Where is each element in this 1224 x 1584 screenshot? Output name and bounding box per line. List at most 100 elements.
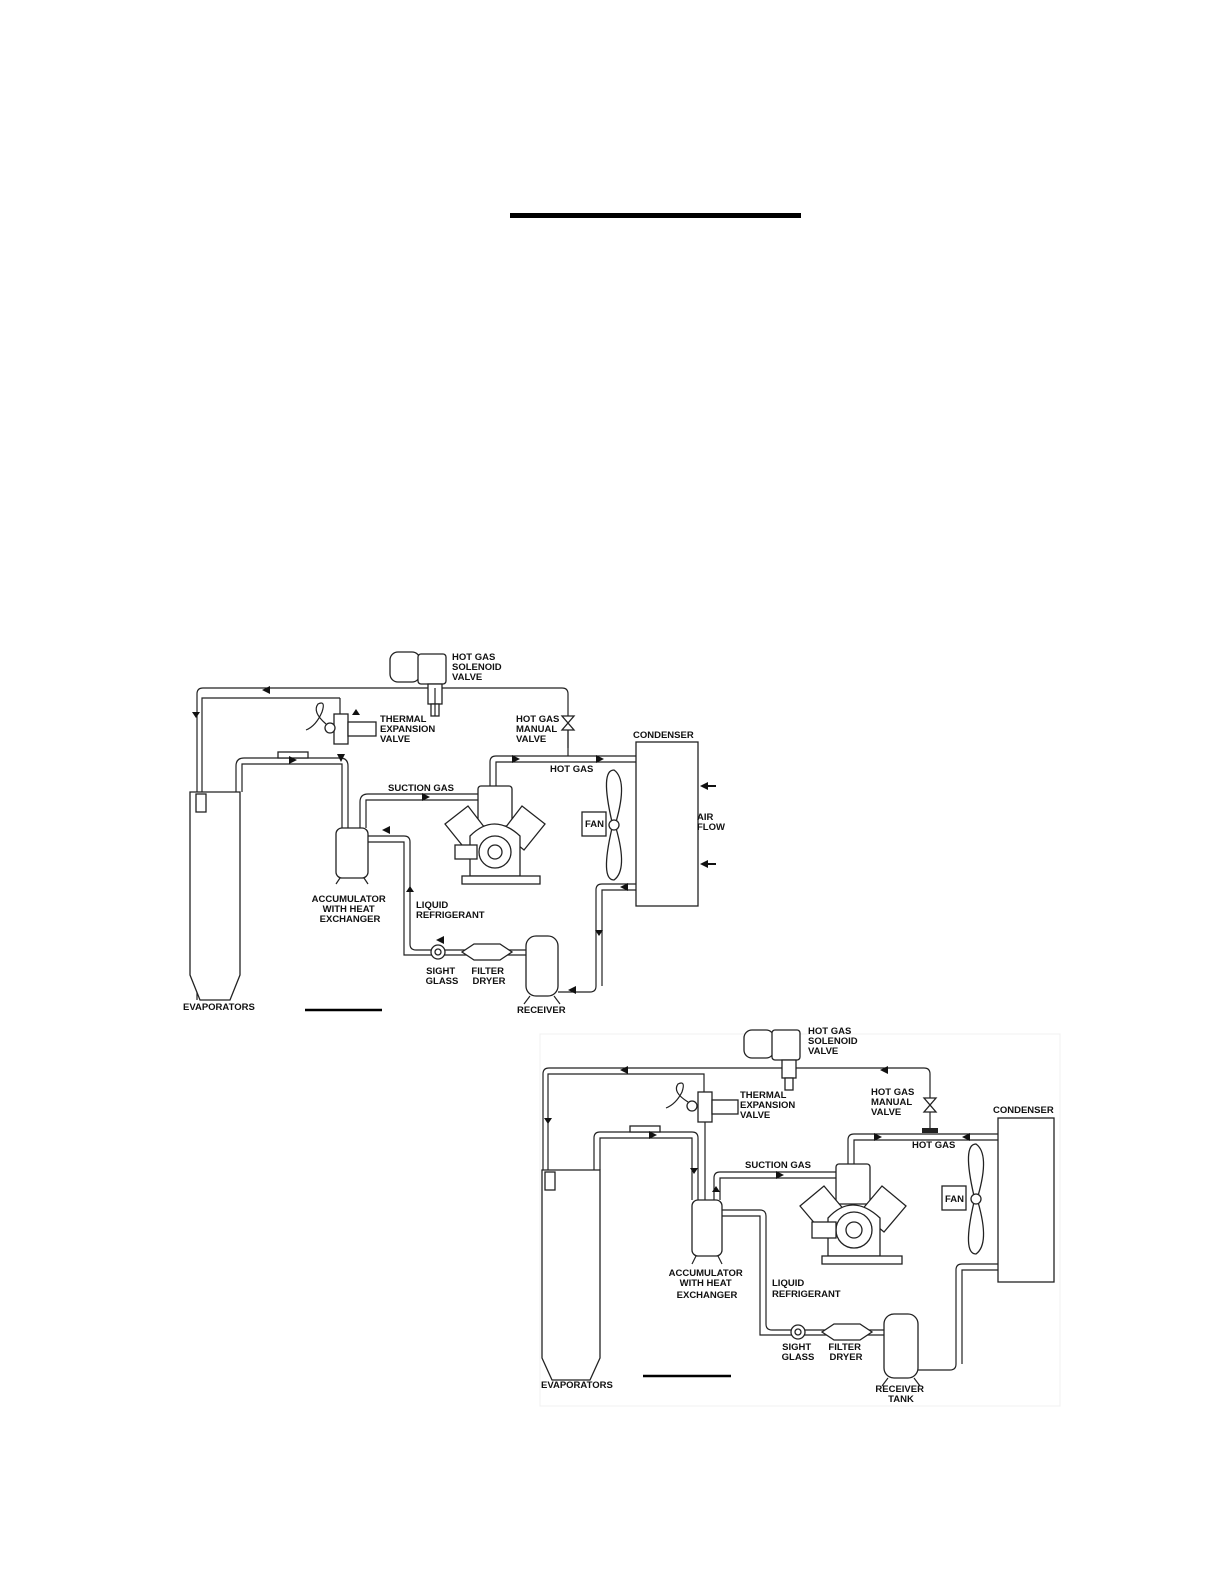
label-line: FILTER <box>471 966 504 977</box>
label-line: SIGHT <box>426 966 455 977</box>
label-line: SOLENOID <box>808 1036 858 1047</box>
condenser-fan <box>581 769 623 881</box>
receiver-tank <box>881 1313 921 1387</box>
filter-dryer-label: FILTER DRYER <box>471 966 506 987</box>
label-line: VALVE <box>740 1110 770 1121</box>
label-line: AIR <box>697 812 714 823</box>
label-line: LIQUID <box>416 900 448 911</box>
evaporator-outlet-pipe-inner <box>599 1137 693 1200</box>
label-line: HOT GAS <box>871 1087 914 1098</box>
hot-gas-solenoid-valve <box>743 1029 801 1091</box>
label-line: LIQUID <box>772 1278 804 1289</box>
label-line: HOT GAS <box>808 1026 851 1037</box>
label-line: HOT GAS <box>516 714 559 725</box>
receiver <box>523 935 561 1005</box>
evaporator <box>189 791 241 1001</box>
hot-gas-label: HOT GAS <box>912 1140 955 1151</box>
air-flow-label: AIR FLOW <box>697 812 725 833</box>
label-line: EXPANSION <box>380 724 435 735</box>
condenser-outlet-pipe <box>558 883 636 993</box>
label-line: MANUAL <box>871 1097 912 1108</box>
label-line: FLOW <box>697 822 725 833</box>
liquid-refrigerant-pipe-inner <box>368 841 526 956</box>
sight-glass-label: SIGHT GLASS <box>426 966 459 987</box>
label-line: EXCHANGER <box>320 914 381 925</box>
evaporator-outlet-pipe <box>593 1131 699 1200</box>
hot-gas-manual-valve <box>922 1097 938 1113</box>
flow-arrows <box>544 1066 970 1192</box>
thermal-expansion-valve-label: THERMAL EXPANSION VALVE <box>740 1090 798 1121</box>
evaporator <box>541 1169 601 1381</box>
label-line: ACCUMULATOR <box>669 1268 743 1279</box>
liquid-refrigerant-label: LIQUID REFRIGERANT <box>416 900 485 921</box>
receiver-tank-label: RECEIVER TANK <box>875 1384 926 1405</box>
sight-glass-inner <box>434 948 442 956</box>
hot-gas-bypass-pipe <box>542 1067 931 1170</box>
flow-arrows <box>192 686 628 994</box>
suction-gas-pipe <box>359 793 478 828</box>
compressor <box>444 785 546 885</box>
condenser-label: CONDENSER <box>993 1105 1054 1116</box>
label-line: DRYER <box>473 976 506 987</box>
label-line: GLASS <box>782 1352 815 1363</box>
label-line: EXCHANGER <box>677 1290 738 1301</box>
hot-gas-bypass-pipe <box>196 687 569 1000</box>
label-line: ACCUMULATOR <box>312 894 386 905</box>
label-line: HOT GAS <box>452 652 495 663</box>
label-line: RECEIVER <box>875 1384 924 1395</box>
thermal-expansion-valve-label: THERMAL EXPANSION VALVE <box>380 714 438 745</box>
air-flow-arrow <box>700 860 716 868</box>
label-line: THERMAL <box>740 1090 787 1101</box>
label-line: DRYER <box>830 1352 863 1363</box>
accumulator <box>691 1199 723 1265</box>
label-line: VALVE <box>871 1107 901 1118</box>
label-line: REFRIGERANT <box>416 910 485 921</box>
label-line: VALVE <box>452 672 482 683</box>
liquid-refrigerant-label: LIQUID REFRIGERANT <box>772 1278 841 1300</box>
hot-gas-discharge-pipe-inner <box>853 1139 998 1164</box>
sensing-bulb <box>629 1125 661 1133</box>
label-line: MANUAL <box>516 724 557 735</box>
condenser-outlet-pipe <box>918 1263 998 1371</box>
compressor <box>799 1163 907 1265</box>
hot-gas-discharge-pipe <box>489 755 636 786</box>
air-flow-arrow <box>700 782 716 790</box>
suction-gas-pipe-inner <box>719 1177 836 1200</box>
evaporators-label: EVAPORATORS <box>541 1380 613 1391</box>
refrigeration-diagram-2: HOT GAS SOLENOID VALVE THERMAL EXPANSION… <box>539 1026 1061 1407</box>
label-line: VALVE <box>516 734 546 745</box>
sensing-bulb <box>277 751 309 759</box>
suction-gas-pipe-inner <box>365 799 478 828</box>
label-line: FILTER <box>828 1342 861 1353</box>
liquid-refrigerant-pipe-inner <box>722 1215 884 1336</box>
suction-gas-pipe <box>713 1171 836 1200</box>
label-line: GLASS <box>426 976 459 987</box>
hot-gas-manual-valve-label: HOT GAS MANUAL VALVE <box>871 1087 917 1118</box>
evaporators-label: EVAPORATORS <box>183 1002 255 1013</box>
suction-gas-label: SUCTION GAS <box>388 783 454 794</box>
suction-gas-label: SUCTION GAS <box>745 1160 811 1171</box>
hot-gas-discharge-pipe <box>847 1133 998 1164</box>
condenser-outlet-pipe-inner <box>961 1269 998 1364</box>
refrigeration-diagram-1: HOT GAS SOLENOID VALVE THERMAL EXPANSION… <box>183 651 725 1016</box>
title-underline <box>510 213 801 218</box>
liquid-refrigerant-pipe <box>368 835 526 951</box>
label-line: VALVE <box>380 734 410 745</box>
filter-dryer-label: FILTER DRYER <box>828 1342 863 1363</box>
label-line: REFRIGERANT <box>772 1289 841 1300</box>
fan-label: FAN <box>585 819 604 830</box>
hot-gas-bypass-pipe-inner <box>547 1073 705 1170</box>
label-line: WITH HEAT <box>680 1278 732 1289</box>
filter-dryer <box>820 1323 874 1341</box>
liquid-refrigerant-pipe <box>722 1209 884 1331</box>
condenser-fan <box>941 1143 985 1255</box>
hot-gas-manual-valve-label: HOT GAS MANUAL VALVE <box>516 714 562 745</box>
thermal-expansion-valve <box>665 1082 739 1123</box>
label-line: THERMAL <box>380 714 427 725</box>
receiver-label: RECEIVER <box>517 1005 566 1016</box>
hot-gas-discharge-pipe-inner <box>495 761 636 786</box>
evaporator-outlet-pipe <box>235 757 349 830</box>
hot-gas-manual-valve <box>560 715 576 731</box>
